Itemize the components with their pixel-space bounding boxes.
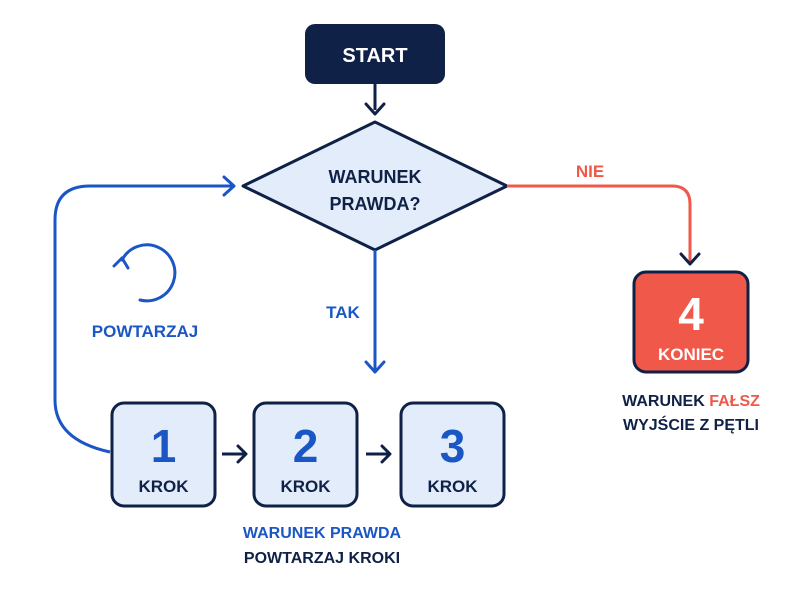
note-true-line1: WARUNEK PRAWDA — [243, 525, 402, 542]
loop-arrow-icon — [112, 243, 177, 303]
note-false-prefix: WARUNEK — [622, 393, 709, 410]
arrow-yes-branch: TAK — [326, 250, 386, 374]
end-node: 4 KONIEC — [632, 270, 750, 374]
step-1-number: 1 — [151, 420, 177, 472]
arrow-step-1-to-2 — [222, 444, 248, 464]
yes-branch-label: TAK — [326, 303, 360, 322]
loop-back-arrow — [53, 175, 236, 454]
step-2-number: 2 — [293, 420, 319, 472]
start-label: START — [342, 45, 407, 67]
loop-label: POWTARZAJ — [92, 322, 198, 341]
decision-label-line2: PRAWDA? — [330, 194, 421, 214]
note-false-line1: WARUNEK FAŁSZ — [622, 393, 760, 410]
step-1-node: 1 KROK — [110, 401, 217, 508]
step-3-label: KROK — [427, 477, 478, 496]
step-3-number: 3 — [440, 420, 466, 472]
note-false-highlight: FAŁSZ — [709, 393, 760, 410]
start-node: START — [305, 24, 445, 84]
step-2-label: KROK — [280, 477, 331, 496]
note-true-line2: POWTARZAJ KROKI — [244, 550, 400, 567]
step-3-node: 3 KROK — [399, 401, 506, 508]
step-1-label: KROK — [138, 477, 189, 496]
arrow-step-2-to-3 — [366, 444, 392, 464]
arrow-no-branch: NIE — [507, 162, 701, 266]
end-label: KONIEC — [658, 345, 724, 364]
note-false-line2: WYJŚCIE Z PĘTLI — [623, 415, 759, 434]
decision-node: WARUNEK PRAWDA? — [241, 120, 509, 252]
no-branch-label: NIE — [576, 162, 604, 181]
end-number: 4 — [678, 288, 704, 340]
step-2-node: 2 KROK — [252, 401, 359, 508]
decision-label-line1: WARUNEK — [329, 167, 422, 187]
arrow-start-to-decision — [364, 84, 386, 116]
